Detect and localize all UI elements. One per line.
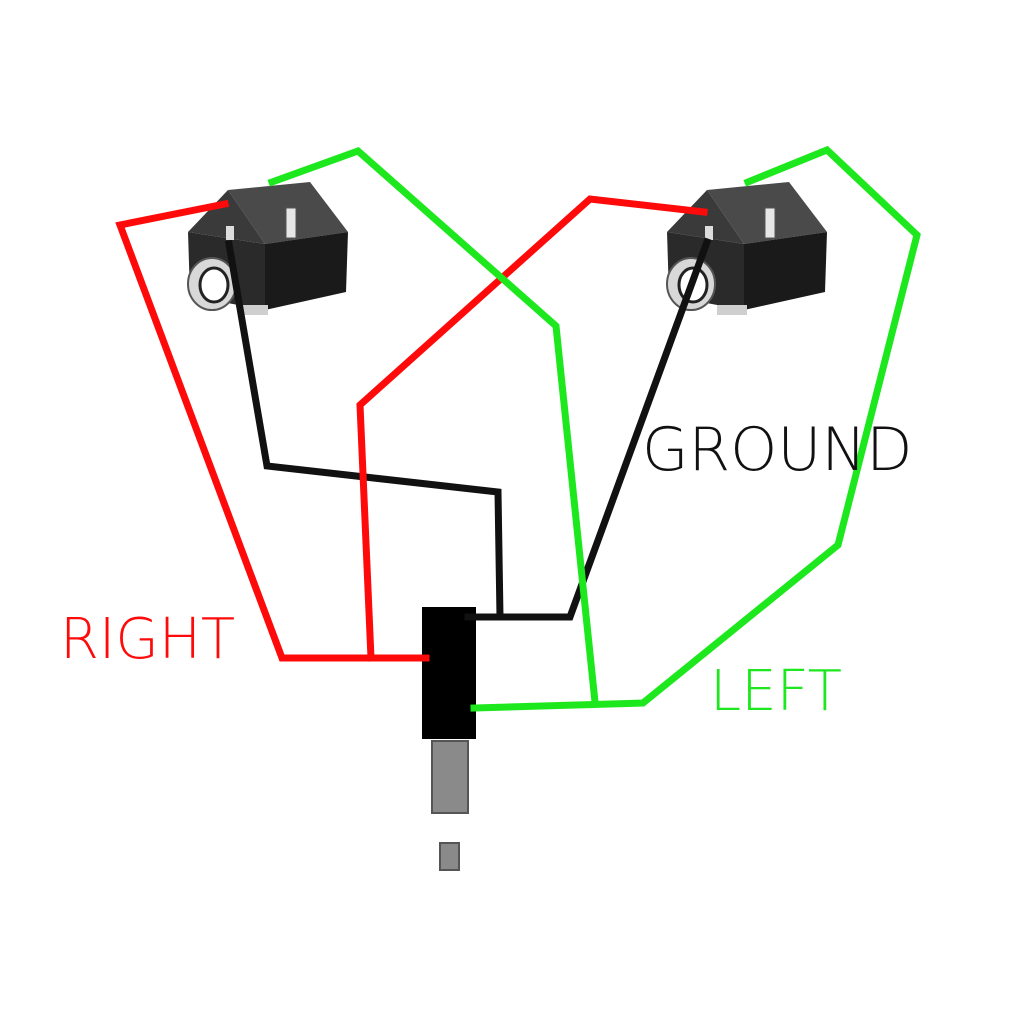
jack-right [666,182,827,315]
jack-left-ring-inner [198,266,230,304]
right-wire-left-jack [115,199,430,662]
jack-right-lug [705,226,713,240]
left-wire-right-jack [470,145,921,712]
jack-right-pin [764,207,776,239]
ground-label: GROUND [642,415,912,485]
plug-sleeve [431,740,469,814]
right-wire-right-jack [356,195,708,662]
jack-left-pin [285,207,297,239]
left-label: LEFT [710,659,842,724]
ground-wires [224,237,712,621]
plug [422,607,476,871]
jack-left-base [238,305,268,315]
jack-right-base [717,305,747,315]
jack-left [187,182,348,315]
plug-body [422,607,476,739]
right-label: RIGHT [60,607,235,672]
ground-wire-left-jack [224,239,504,621]
jack-right-body-side [744,232,827,310]
ground-wire-right-jack [464,237,712,621]
right-wires [115,195,708,662]
jack-left-lug [226,226,234,240]
left-wires [267,145,921,712]
plug-tip [439,842,460,871]
jack-left-top-face [188,190,265,244]
jack-left-body-side [265,232,348,310]
jack-right-top-face [667,190,744,244]
left-wire-left-jack [267,147,599,706]
